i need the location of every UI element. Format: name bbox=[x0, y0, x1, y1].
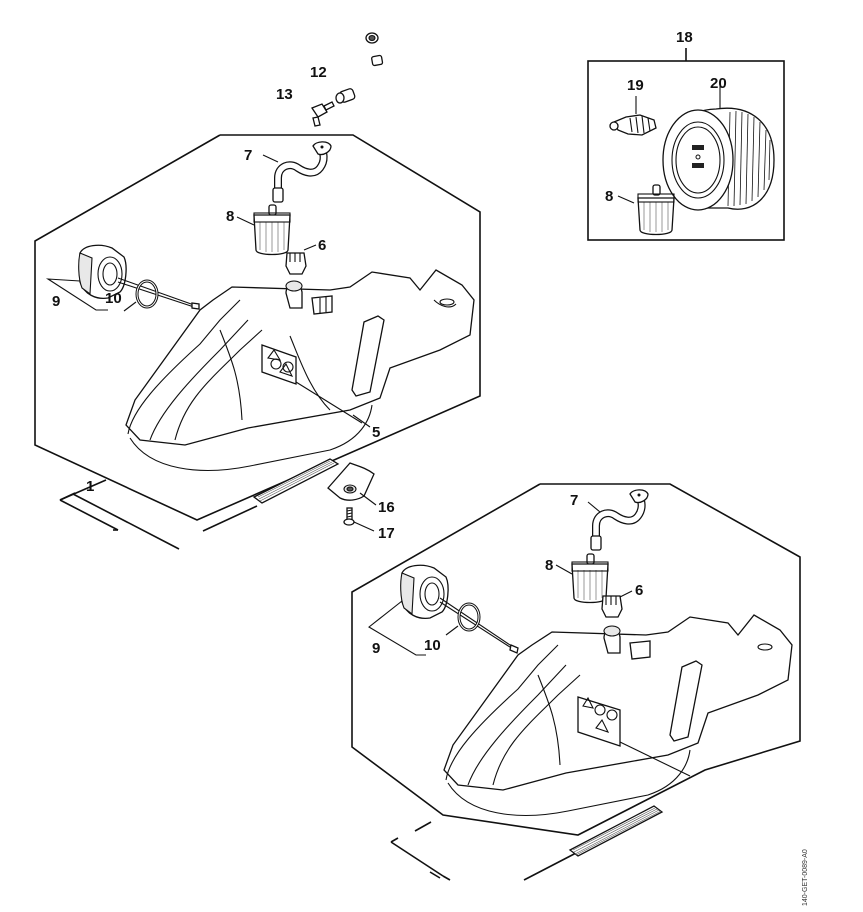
callout-8-kit: 8 bbox=[605, 188, 613, 205]
callout-8-upper: 8 bbox=[226, 208, 234, 225]
part-5-label-leader bbox=[352, 414, 371, 428]
callout-13: 13 bbox=[276, 86, 293, 103]
part-17-screw bbox=[343, 507, 375, 532]
part-19-fitting bbox=[609, 96, 657, 136]
callout-20: 20 bbox=[710, 75, 727, 92]
callout-9-upper: 9 bbox=[52, 293, 60, 310]
callout-6-upper: 6 bbox=[318, 237, 326, 254]
part-12-fuel-hose bbox=[335, 32, 389, 104]
document-id: 140-GET-0089-A0 bbox=[802, 849, 809, 906]
fuel-tank-upper bbox=[125, 269, 475, 471]
part-8-fuel-filter-upper bbox=[236, 204, 291, 256]
callout-12: 12 bbox=[310, 64, 327, 81]
vent-strip-lower bbox=[568, 805, 664, 857]
part-9-pump-upper bbox=[45, 244, 200, 311]
callout-16: 16 bbox=[378, 499, 395, 516]
fuel-tank-lower bbox=[443, 614, 793, 816]
part-13-elbow-fitting bbox=[311, 101, 335, 127]
callout-19: 19 bbox=[627, 77, 644, 94]
part-20-air-filter bbox=[662, 84, 775, 211]
callout-5: 5 bbox=[372, 424, 380, 441]
part-8-kit-fuel-filter bbox=[617, 184, 675, 236]
vent-strip-upper bbox=[252, 458, 340, 504]
upper-assembly-boundary bbox=[34, 134, 481, 521]
part-10-oring-lower bbox=[445, 602, 481, 636]
callout-18: 18 bbox=[676, 29, 693, 46]
part-6-cap-lower bbox=[601, 590, 633, 618]
part-6-cap-upper bbox=[285, 244, 317, 275]
part-7-hose-lower bbox=[587, 489, 649, 551]
part-7-hose-upper bbox=[262, 141, 332, 203]
callout-9-lower: 9 bbox=[372, 640, 380, 657]
callout-1: 1 bbox=[86, 478, 94, 495]
callout-17: 17 bbox=[378, 525, 395, 542]
part-16-cover-plate bbox=[327, 462, 377, 506]
part-9-pump-lower bbox=[368, 564, 519, 656]
upper-callout-brackets bbox=[59, 479, 258, 550]
callout-8-lower: 8 bbox=[545, 557, 553, 574]
callout-7-upper: 7 bbox=[244, 147, 252, 164]
part-8-fuel-filter-lower bbox=[555, 553, 609, 604]
part-10-oring-upper bbox=[123, 279, 159, 312]
callout-10-upper: 10 bbox=[105, 290, 122, 307]
callout-6-lower: 6 bbox=[635, 582, 643, 599]
callout-10-lower: 10 bbox=[424, 637, 441, 654]
lower-callout-brackets bbox=[390, 821, 579, 881]
callout-7-lower: 7 bbox=[570, 492, 578, 509]
lower-assembly-boundary bbox=[351, 483, 801, 836]
filter-kit-box bbox=[587, 48, 785, 241]
